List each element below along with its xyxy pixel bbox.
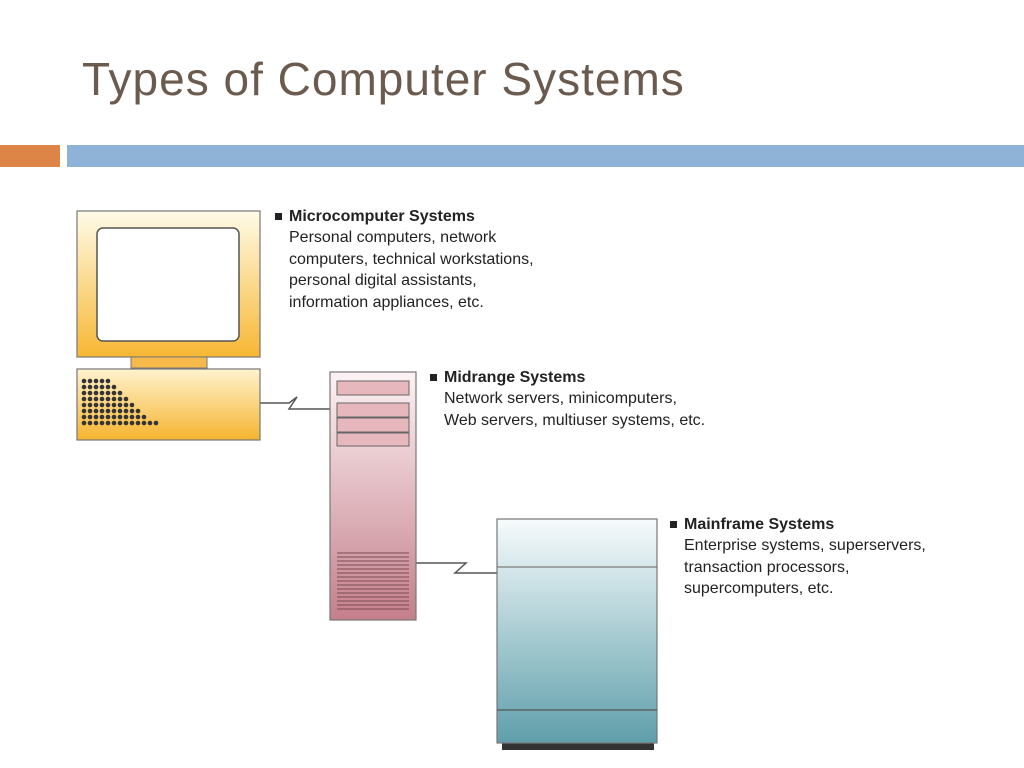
microcomputer-systems-block: Microcomputer Systems Personal computers… — [274, 206, 534, 313]
slide-title: Types of Computer Systems — [82, 53, 685, 105]
midrange-systems-block: Midrange Systems Network servers, minico… — [429, 367, 705, 431]
mainframe-systems-block: Mainframe Systems Enterprise systems, su… — [669, 514, 926, 600]
connector-midrange-to-mainframe — [416, 562, 497, 574]
connector-micro-to-midrange — [260, 396, 330, 410]
microcomputer-monitor — [76, 210, 261, 369]
microcomputer-line: Personal computers, network — [289, 229, 497, 246]
accent-bar-blue — [67, 145, 1024, 167]
microcomputer-line: computers, technical workstations, — [289, 250, 534, 268]
mainframe-cabinet — [496, 518, 658, 750]
bullet-icon — [430, 374, 437, 381]
midrange-tower — [329, 371, 417, 621]
mainframe-line: Enterprise systems, superservers, — [684, 537, 926, 554]
bullet-icon — [670, 521, 677, 528]
microcomputer-line: personal digital assistants, — [289, 272, 477, 289]
microcomputer-line: information appliances, etc. — [289, 293, 484, 311]
midrange-line: Web servers, multiuser systems, etc. — [444, 411, 706, 429]
microcomputer-keyboard — [76, 368, 261, 441]
midrange-line: Network servers, minicomputers, — [444, 390, 677, 407]
microcomputer-heading: Microcomputer Systems — [289, 208, 475, 225]
bullet-icon — [275, 213, 282, 220]
midrange-heading: Midrange Systems — [444, 369, 586, 386]
mainframe-line: transaction processors, — [684, 558, 850, 576]
accent-bar-orange — [0, 145, 60, 167]
mainframe-line: supercomputers, etc. — [684, 580, 834, 597]
mainframe-heading: Mainframe Systems — [684, 516, 835, 533]
